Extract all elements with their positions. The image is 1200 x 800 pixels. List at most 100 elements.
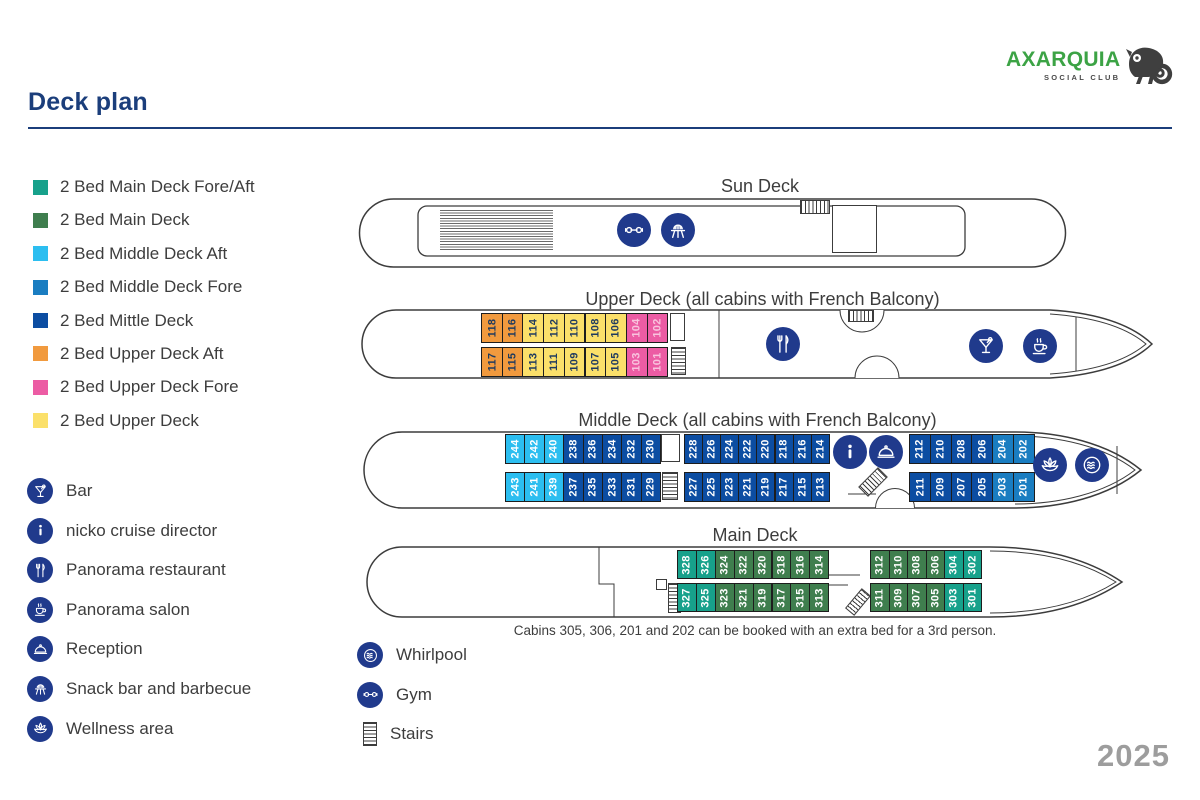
cabin-legend-label: 2 Bed Upper Deck Fore: [60, 377, 239, 397]
color-swatch: [33, 246, 48, 262]
facility-legend-item: Whirlpool: [357, 642, 467, 668]
cabin-240: 240: [543, 434, 565, 464]
stairs-hatch: [671, 347, 686, 375]
cabin-108: 108: [584, 313, 607, 343]
facility-legend-item: Panorama restaurant: [27, 557, 251, 584]
year-label: 2025: [1097, 738, 1170, 773]
middle-deck-title: Middle Deck (all cabins with French Balc…: [578, 410, 937, 430]
cabin-308: 308: [907, 550, 927, 579]
cabin-118: 118: [481, 313, 503, 343]
cabin-legend-label: 2 Bed Middle Deck Fore: [60, 277, 243, 297]
facility-legend-item: Snack bar and barbecue: [27, 675, 251, 702]
facility-legend-item: Wellness area: [27, 715, 251, 742]
facility-legend-label: Panorama restaurant: [66, 560, 226, 580]
cabin-114: 114: [522, 313, 545, 343]
snackbar-icon: [27, 675, 53, 702]
brand-subtitle: SOCIAL CLUB: [1043, 73, 1121, 82]
facility-legend-label: Bar: [66, 481, 93, 500]
facility-legend-item: Reception: [27, 636, 251, 663]
cabin-legend-label: 2 Bed Middle Deck Aft: [60, 243, 228, 263]
cabin-203: 203: [992, 472, 1014, 502]
color-swatch: [33, 379, 48, 395]
cabin-328: 328: [677, 550, 697, 579]
cabin-legend-item: 2 Bed Upper Deck Fore: [33, 376, 255, 398]
gym-icon: [357, 681, 383, 708]
facility-legend-item: Bar: [27, 478, 251, 504]
color-swatch: [33, 179, 48, 195]
cabin-legend-item: 2 Bed Mittle Deck: [33, 310, 255, 332]
cabin-legend-item: 2 Bed Main Deck Fore/Aft: [33, 176, 255, 198]
page-title: Deck plan: [28, 88, 148, 116]
cabin-323: 323: [714, 583, 735, 612]
cabin-325: 325: [695, 583, 716, 612]
sun-deck: [358, 197, 1068, 269]
cabin-318: 318: [771, 550, 792, 579]
facility-legend-item: Stairs: [357, 721, 467, 747]
cabin-326: 326: [695, 550, 716, 579]
salon-icon: [27, 596, 53, 623]
stairs-hatch: [800, 200, 830, 214]
whirlpool-icon: [357, 642, 383, 668]
facility-legend-label: Wellness area: [66, 718, 174, 738]
cabin-208: 208: [950, 434, 973, 464]
facility-legend-item: Gym: [357, 681, 467, 708]
extra-bed-note: Cabins 305, 306, 201 and 202 can be book…: [513, 623, 997, 638]
chameleon-icon: [1120, 40, 1174, 93]
info-icon: [833, 435, 867, 469]
cabin-legend-label: 2 Bed Main Deck: [60, 210, 190, 230]
cabin-legend-label: 2 Bed Mittle Deck: [60, 310, 194, 330]
facility-legend-label: Gym: [396, 684, 432, 704]
facility-legend-label: Whirlpool: [396, 645, 467, 664]
wellness-icon: [1033, 448, 1067, 482]
cabin-102: 102: [646, 313, 669, 343]
cabin-205: 205: [971, 472, 994, 502]
sun-deck-title: Sun Deck: [720, 176, 800, 196]
cabin-314: 314: [809, 550, 830, 579]
cabin-224: 224: [720, 434, 740, 464]
cabin-115: 115: [501, 347, 524, 377]
cabin-221: 221: [738, 472, 758, 502]
cabin-218: 218: [774, 434, 794, 464]
cabin-217: 217: [774, 472, 794, 502]
cabin-317: 317: [771, 583, 792, 612]
cabin-type-legend: 2 Bed Main Deck Fore/Aft 2 Bed Main Deck 2…: [33, 176, 255, 443]
cabin-202: 202: [1013, 434, 1035, 464]
cabin-242: 242: [524, 434, 545, 464]
color-swatch: [33, 279, 48, 295]
cabin-225: 225: [702, 472, 722, 502]
color-swatch: [33, 413, 48, 429]
elevator-shaft: [656, 579, 667, 590]
cabin-307: 307: [907, 583, 927, 612]
cabin-321: 321: [733, 583, 754, 612]
cabin-313: 313: [809, 583, 830, 612]
cabin-216: 216: [792, 434, 812, 464]
cabin-235: 235: [582, 472, 603, 502]
cabin-214: 214: [810, 434, 830, 464]
reception-icon: [27, 636, 53, 663]
cabin-310: 310: [888, 550, 908, 579]
cabin-226: 226: [702, 434, 722, 464]
cabin-207: 207: [950, 472, 973, 502]
stairs-hatch: [662, 472, 678, 500]
cabin-219: 219: [756, 472, 776, 502]
cabin-228: 228: [684, 434, 704, 464]
cabin-303: 303: [944, 583, 964, 612]
cabin-215: 215: [792, 472, 812, 502]
cabin-206: 206: [971, 434, 994, 464]
gym-icon: [617, 213, 651, 247]
cabin-legend-label: 2 Bed Upper Deck Aft: [60, 343, 224, 363]
cabin-312: 312: [870, 550, 890, 579]
cabin-243: 243: [505, 472, 526, 502]
cabin-244: 244: [505, 434, 526, 464]
cabin-112: 112: [543, 313, 565, 343]
cabin-231: 231: [621, 472, 642, 502]
cabin-113: 113: [522, 347, 545, 377]
cabin-304: 304: [944, 550, 964, 579]
cabin-101: 101: [646, 347, 669, 377]
cabin-301: 301: [962, 583, 982, 612]
cabin-105: 105: [605, 347, 627, 377]
